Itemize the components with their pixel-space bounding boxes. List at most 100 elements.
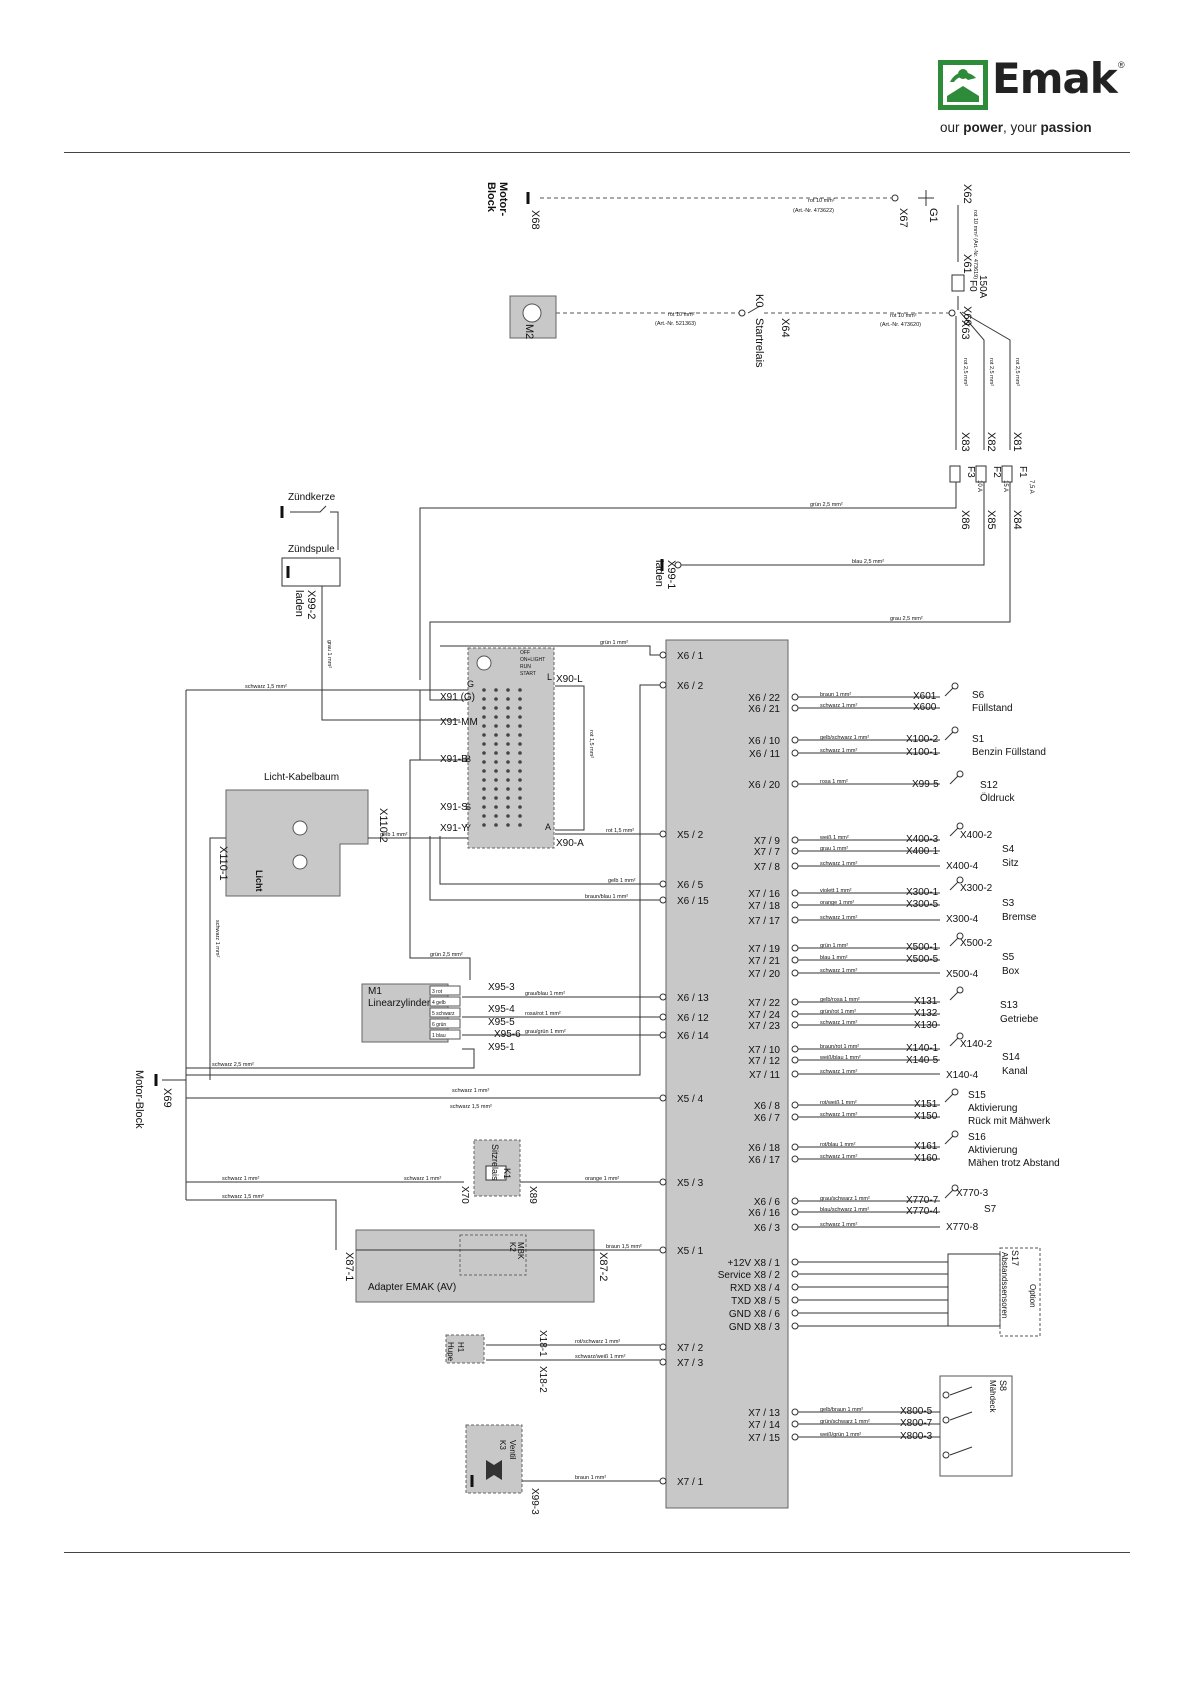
- switch-contact: [518, 697, 522, 701]
- ecu-pin-x6-20-connector: [791, 780, 799, 788]
- x60-label: X60: [961, 306, 973, 326]
- ecu-pin-x6-14: X6 / 14: [677, 1031, 709, 1042]
- switch-contact: [494, 751, 498, 755]
- switch-contact: [518, 733, 522, 737]
- switch-contact-2: [956, 770, 964, 778]
- ecu-pin-x6-22: X6 / 22: [748, 693, 780, 704]
- ecu-pin-x6-12: X6 / 12: [677, 1013, 709, 1024]
- ecu-pin-x7-20-connector: [791, 969, 799, 977]
- zuendspule-label: Zündspule: [288, 544, 335, 555]
- switch-contact-1: [951, 726, 959, 734]
- s8-contact-1: [942, 1416, 950, 1424]
- switch-contact: [482, 724, 486, 728]
- x18-2-label: X18-2: [537, 1366, 548, 1393]
- wire-rot15-vert-label: rot 1,5 mm²: [588, 730, 594, 758]
- ecu-pin-x6-11-connector: [791, 749, 799, 757]
- switch-contact: [494, 715, 498, 719]
- wire-gruen25-mid: [409, 759, 471, 980]
- s8-contact-0: [942, 1391, 950, 1399]
- ecu-pin-x7-20: X7 / 20: [748, 969, 780, 980]
- wire-right-label-wr17: schwarz 1 mm²: [820, 1020, 857, 1026]
- ecu-pin-x6-18: X6 / 18: [748, 1143, 780, 1154]
- ecu-pin-x7-16: X7 / 16: [748, 889, 780, 900]
- switch-label-s6: S6: [972, 690, 985, 701]
- f2-rating-label: 15 A: [1002, 480, 1008, 492]
- x64-label: X64: [779, 318, 791, 338]
- switch-contact: [518, 706, 522, 710]
- switch-contact: [506, 769, 510, 773]
- x87-1-label: X87-1: [343, 1252, 355, 1281]
- ecu-pin-x6-7-connector: [791, 1113, 799, 1121]
- x91-g-label: X91 (G): [440, 692, 475, 703]
- switch-label-s3: S3: [1002, 898, 1015, 909]
- ecu-pin-x6-17-connector: [791, 1155, 799, 1163]
- wire-right-label-wr5: rosa 1 mm²: [820, 779, 848, 785]
- s8-switch-1: [949, 1411, 973, 1421]
- switch-label-x500-4: X500-4: [946, 969, 979, 980]
- ecu-pin-x6-6: X6 / 6: [754, 1197, 781, 1208]
- switch-label-x161: X161: [914, 1141, 938, 1152]
- maehdeck-label: Mähdeck: [988, 1380, 997, 1413]
- ecu-pin-x6-12-connector: [659, 1013, 667, 1021]
- wire-right-label-wr7: grau 1 mm²: [820, 846, 848, 852]
- ecu-pin-x7-18-connector: [791, 901, 799, 909]
- ecu-pin-x6-15: X6 / 15: [677, 896, 709, 907]
- ecu-pin-x8-2: Service X8 / 2: [718, 1270, 781, 1281]
- ecu-pin-x5-4: X5 / 4: [677, 1094, 704, 1105]
- wire-right-label-wr1: braun 1 mm²: [820, 692, 851, 698]
- ignition-switch-block: [467, 647, 555, 849]
- ecu-pin-x7-11: X7 / 11: [749, 1070, 780, 1081]
- ecu-pin-x6-10-connector: [791, 736, 799, 744]
- switch-contact-4: [956, 876, 964, 884]
- switch-symbol-1: [944, 731, 954, 741]
- s8-switch-2: [949, 1446, 973, 1456]
- switch-symbol-5: [949, 937, 959, 947]
- switch-contact: [482, 823, 486, 827]
- switch-contact: [506, 823, 510, 827]
- wire-right-label-wr28: gelb/braun 1 mm²: [820, 1407, 863, 1413]
- wire-right-label-wr9: violett 1 mm²: [820, 888, 852, 894]
- x61-label: X61: [961, 254, 973, 274]
- f3-label: F3: [965, 466, 976, 478]
- switch-label-s16-l1: Aktivierung: [968, 1145, 1017, 1156]
- wire-schwarzweiss-label: schwarz/weiß 1 mm²: [575, 1354, 626, 1360]
- ecu-pin-x7-14: X7 / 14: [748, 1420, 780, 1431]
- ecu-pin-x7-22: X7 / 22: [748, 998, 780, 1009]
- m1-pin-box: [429, 1007, 461, 1018]
- x84-label: X84: [1011, 510, 1023, 530]
- switch-contact: [518, 796, 522, 800]
- ecu-pin-x6-3-connector: [791, 1223, 799, 1231]
- wire-right-label-wr26: blau/schwarz 1 mm²: [820, 1207, 869, 1213]
- switch-contact: [482, 751, 486, 755]
- f3-fuse: [949, 465, 961, 483]
- switch-label-x770-8: X770-8: [946, 1222, 979, 1233]
- x70-label: X70: [459, 1186, 470, 1204]
- ecu-pin-x7-9: X7 / 9: [754, 836, 781, 847]
- wire-braun1-bottom-label: braun 1 mm²: [575, 1475, 606, 1481]
- switch-contact-8: [951, 1088, 959, 1096]
- k1-label: K1: [502, 1168, 512, 1179]
- wire-right-label-wr12: grün 1 mm²: [820, 943, 848, 949]
- wire-schwarz25-low-label: schwarz 2,5 mm²: [212, 1062, 254, 1068]
- ecu-pin-x8-5: TXD X8 / 5: [731, 1296, 780, 1307]
- x110-1-label: X110-1: [217, 846, 229, 881]
- k0-label: K0: [753, 294, 765, 307]
- switch-contact: [506, 778, 510, 782]
- switch-contact: [518, 724, 522, 728]
- k0-connector: [738, 309, 746, 317]
- zuendspule-block: [281, 557, 341, 587]
- ecu-pin-x7-21: X7 / 21: [748, 956, 780, 967]
- ecu-pin-x7-9-connector: [791, 836, 799, 844]
- f3-rating-label: 10 A: [976, 480, 982, 492]
- m1-pin-3: 6 grün: [432, 1022, 446, 1028]
- m1-pin-box: [429, 985, 461, 996]
- wire-x85-blau25: [680, 482, 985, 566]
- wire-gruen25-top-label: grün 2,5 mm²: [810, 502, 843, 508]
- x99-2-label: X99-2: [305, 590, 317, 619]
- wire-right-label-wr20: schwarz 1 mm²: [820, 1069, 857, 1075]
- f2-label: F2: [991, 466, 1002, 478]
- switch-symbol-3: [949, 827, 959, 837]
- x82-label: X82: [985, 432, 997, 452]
- ecu-pin-x7-17-connector: [791, 916, 799, 924]
- wire-schwarz1-k1a-label: schwarz 1 mm²: [222, 1176, 259, 1182]
